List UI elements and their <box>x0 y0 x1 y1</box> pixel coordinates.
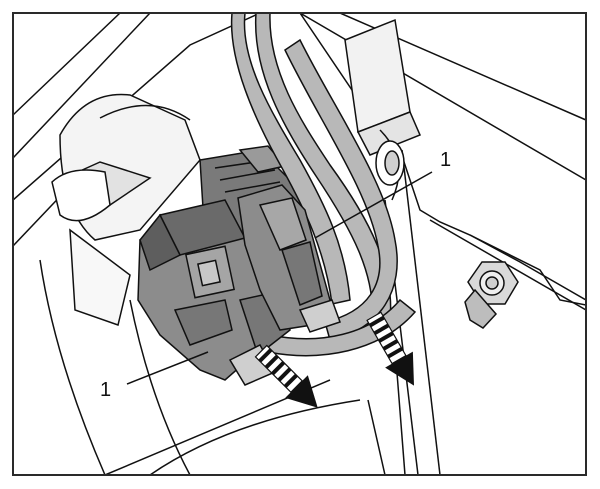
callout-leader-lower <box>126 351 209 385</box>
front-connector <box>137 199 291 386</box>
scene <box>13 13 586 475</box>
callout-leaders <box>126 171 433 385</box>
callout-label-upper: 1 <box>440 149 451 171</box>
callout-leader-upper <box>314 171 433 239</box>
mounting-bracket <box>299 13 586 311</box>
wiring-harness <box>230 13 417 357</box>
rubber-grommet <box>375 140 405 186</box>
support-rails <box>367 149 441 475</box>
illustration-frame <box>12 12 587 476</box>
callout-label-lower: 1 <box>100 379 111 401</box>
hex-bolt-icon <box>464 261 519 329</box>
sensor-housing <box>51 93 201 326</box>
center-connector <box>237 184 341 333</box>
pull-direction-arrow-icon <box>254 344 318 408</box>
pull-direction-arrow-icon <box>366 311 414 386</box>
